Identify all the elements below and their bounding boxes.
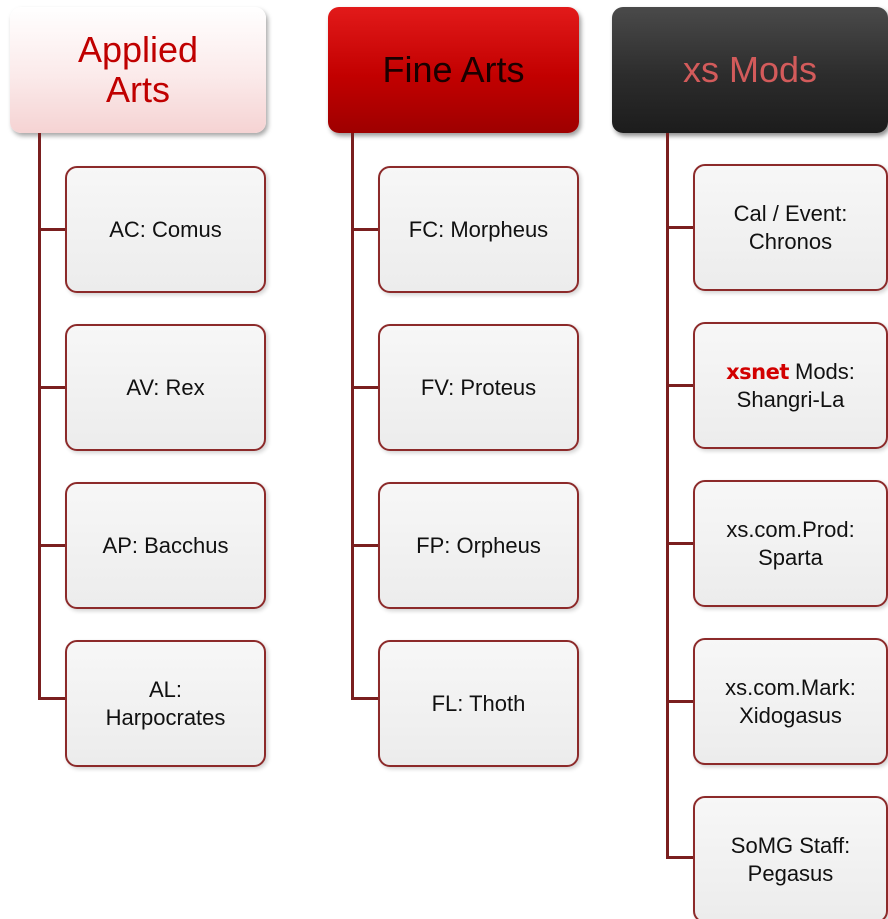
fine-arts-branch bbox=[351, 544, 378, 547]
applied-arts-item: AP: Bacchus bbox=[65, 482, 266, 609]
fine-arts-header: Fine Arts bbox=[328, 7, 579, 133]
xs-mods-header: xs Mods bbox=[612, 7, 888, 133]
applied-arts-header: Applied Arts bbox=[10, 7, 266, 133]
applied-arts-item: AL: Harpocrates bbox=[65, 640, 266, 767]
xs-mods-branch bbox=[666, 700, 693, 703]
xs-mods-item: xsnet Mods: Shangri-La bbox=[693, 322, 888, 449]
fine-arts-branch bbox=[351, 386, 378, 389]
applied-arts-branch bbox=[38, 697, 65, 700]
xsnet-mods-label: Mods: Shangri-La bbox=[736, 358, 855, 412]
applied-arts-item: AV: Rex bbox=[65, 324, 266, 451]
fine-arts-connector bbox=[351, 133, 354, 699]
xs-mods-item: Cal / Event: Chronos bbox=[693, 164, 888, 291]
xsnet-brand-logo: xsnet bbox=[726, 359, 789, 384]
xs-mods-connector bbox=[666, 133, 669, 858]
applied-arts-branch bbox=[38, 228, 65, 231]
xs-mods-item: xs.com.Prod: Sparta bbox=[693, 480, 888, 607]
xs-mods-branch bbox=[666, 856, 693, 859]
xs-mods-item: xs.com.Mark: Xidogasus bbox=[693, 638, 888, 765]
fine-arts-item: FC: Morpheus bbox=[378, 166, 579, 293]
fine-arts-item: FV: Proteus bbox=[378, 324, 579, 451]
xs-mods-branch bbox=[666, 226, 693, 229]
xs-mods-branch bbox=[666, 384, 693, 387]
fine-arts-branch bbox=[351, 697, 378, 700]
applied-arts-branch bbox=[38, 386, 65, 389]
fine-arts-item: FP: Orpheus bbox=[378, 482, 579, 609]
applied-arts-branch bbox=[38, 544, 65, 547]
applied-arts-connector bbox=[38, 133, 41, 699]
xs-mods-item: SoMG Staff: Pegasus bbox=[693, 796, 888, 919]
xs-mods-branch bbox=[666, 542, 693, 545]
applied-arts-item: AC: Comus bbox=[65, 166, 266, 293]
fine-arts-item: FL: Thoth bbox=[378, 640, 579, 767]
fine-arts-branch bbox=[351, 228, 378, 231]
